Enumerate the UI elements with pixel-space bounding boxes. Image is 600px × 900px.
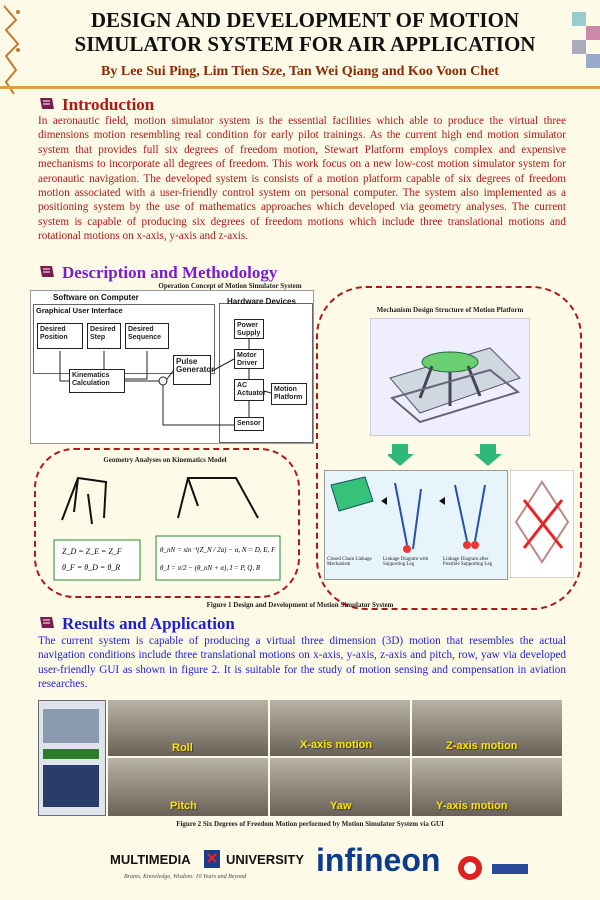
- figure1-caption: Figure 1 Design and Development of Motio…: [206, 601, 394, 609]
- photo-roll: [108, 700, 268, 756]
- label-y-axis: Y-axis motion: [436, 800, 508, 812]
- hardware-label: Hardware Devices: [227, 297, 296, 306]
- svg-text:θ_F = θ_D = θ_R: θ_F = θ_D = θ_R: [62, 563, 120, 572]
- partner-logos: [458, 856, 528, 880]
- gui-label: Graphical User Interface: [36, 306, 123, 315]
- authors: By Lee Sui Ping, Lim Tien Sze, Tan Wei Q…: [101, 64, 499, 79]
- platform-render: [370, 318, 530, 436]
- photo-z-axis: [412, 700, 562, 756]
- intro-heading: Introduction: [38, 95, 154, 115]
- mechanism-title: Mechanism Design Structure of Motion Pla…: [376, 306, 524, 314]
- title-line-2: SIMULATOR SYSTEM FOR AIR APPLICATION: [74, 32, 536, 56]
- gui-panel-top: [43, 709, 99, 743]
- desired-sequence-block: Desired Sequence: [125, 323, 169, 349]
- mech-caption-c: Linkage Diagram after Possible Supportin…: [443, 557, 493, 567]
- photo-pitch: [108, 758, 268, 816]
- sensor-block: Sensor: [234, 417, 264, 431]
- figure2-caption: Figure 2 Six Degrees of Freedom Motion p…: [176, 820, 444, 828]
- photo-yaw: [270, 758, 410, 816]
- motion-platform-block: Motion Platform: [271, 383, 307, 405]
- label-roll: Roll: [172, 742, 193, 754]
- photo-x-axis: [270, 700, 410, 756]
- operation-concept-diagram: Software on Computer Graphical User Inte…: [30, 290, 314, 444]
- software-label: Software on Computer: [53, 293, 139, 302]
- infineon-logo: infineon: [316, 842, 441, 878]
- results-heading: Results and Application: [38, 614, 235, 634]
- right-ornament: [572, 12, 600, 68]
- down-arrows: [388, 444, 502, 466]
- header-divider: [0, 86, 600, 89]
- geometry-title: Geometry Analyses on Kinematics Model: [103, 456, 227, 464]
- svg-text:θ_nN = sin⁻¹(Z_N / 2a) − α, N: θ_nN = sin⁻¹(Z_N / 2a) − α, N = D, E, F: [160, 546, 276, 554]
- svg-text:Z_D = Z_E = Z_F: Z_D = Z_E = Z_F: [62, 547, 122, 556]
- axis-render: [510, 470, 574, 578]
- geometry-panel: [34, 448, 300, 598]
- intro-text: In aeronautic field, motion simulator sy…: [38, 115, 566, 243]
- geometry-figures: Z_D = Z_E = Z_F θ_F = θ_D = θ_R θ_nN = s…: [53, 476, 281, 581]
- concept-title: Operation Concept of Motion Simulator Sy…: [158, 282, 302, 290]
- label-x-axis: X-axis motion: [300, 739, 373, 751]
- gui-bar: [43, 749, 99, 759]
- gui-panel-bottom: [43, 765, 99, 807]
- concept-arrows: [59, 339, 272, 426]
- desired-step-block: Desired Step: [87, 323, 121, 349]
- method-heading-text: Description and Methodology: [62, 263, 278, 282]
- pulse-generator-block: Pulse Generator: [173, 355, 214, 385]
- svg-text:θ_I = π/2 − (θ_nN + α), I = P,: θ_I = π/2 − (θ_nN + α), I = P, Q, R: [160, 564, 261, 572]
- mmu-logo-left: MULTIMEDIA: [110, 852, 191, 867]
- results-text: The current system is capable of produci…: [38, 635, 566, 691]
- results-heading-text: Results and Application: [62, 614, 235, 633]
- motor-driver-block: Motor Driver: [234, 349, 264, 369]
- linkage-sketch: [330, 476, 486, 553]
- mech-caption-a: Closed Chain Linkage Mechanism: [327, 557, 372, 567]
- intro-heading-text: Introduction: [62, 95, 155, 114]
- mech-caption-b: Linkage Diagram with Supporting Leg: [383, 557, 429, 567]
- poster-title: DESIGN AND DEVELOPMENT OF MOTION SIMULAT…: [40, 8, 570, 56]
- mmu-logo: MULTIMEDIA UNIVERSITY Brains, Knowledge,…: [110, 840, 310, 890]
- photo-y-axis: [412, 758, 562, 816]
- gui-screenshot: [38, 700, 106, 816]
- label-yaw: Yaw: [330, 800, 352, 812]
- method-heading: Description and Methodology: [38, 263, 277, 283]
- kinematics-block: Kinematics Calculation: [69, 369, 125, 393]
- label-z-axis: Z-axis motion: [446, 740, 518, 752]
- title-line-1: DESIGN AND DEVELOPMENT OF MOTION: [90, 8, 520, 32]
- section-bullet-icon: [40, 266, 54, 277]
- mechanism-panel: [316, 286, 582, 610]
- desired-position-block: Desired Position: [37, 323, 83, 349]
- ac-actuator-block: AC Actuator: [234, 379, 266, 401]
- power-supply-block: Power Supply: [234, 319, 264, 339]
- left-ornament: [3, 5, 20, 95]
- section-bullet-icon: [40, 98, 54, 109]
- mmu-emblem-icon: [204, 850, 220, 868]
- mmu-logo-right: UNIVERSITY: [226, 852, 305, 867]
- label-pitch: Pitch: [170, 800, 197, 812]
- hardware-box: [219, 303, 313, 443]
- section-bullet-icon: [40, 617, 54, 628]
- linkage-diagrams: Closed Chain Linkage Mechanism Linkage D…: [324, 470, 508, 580]
- mmu-tagline: Brains, Knowledge, Wisdom: 10 Years and …: [124, 874, 247, 880]
